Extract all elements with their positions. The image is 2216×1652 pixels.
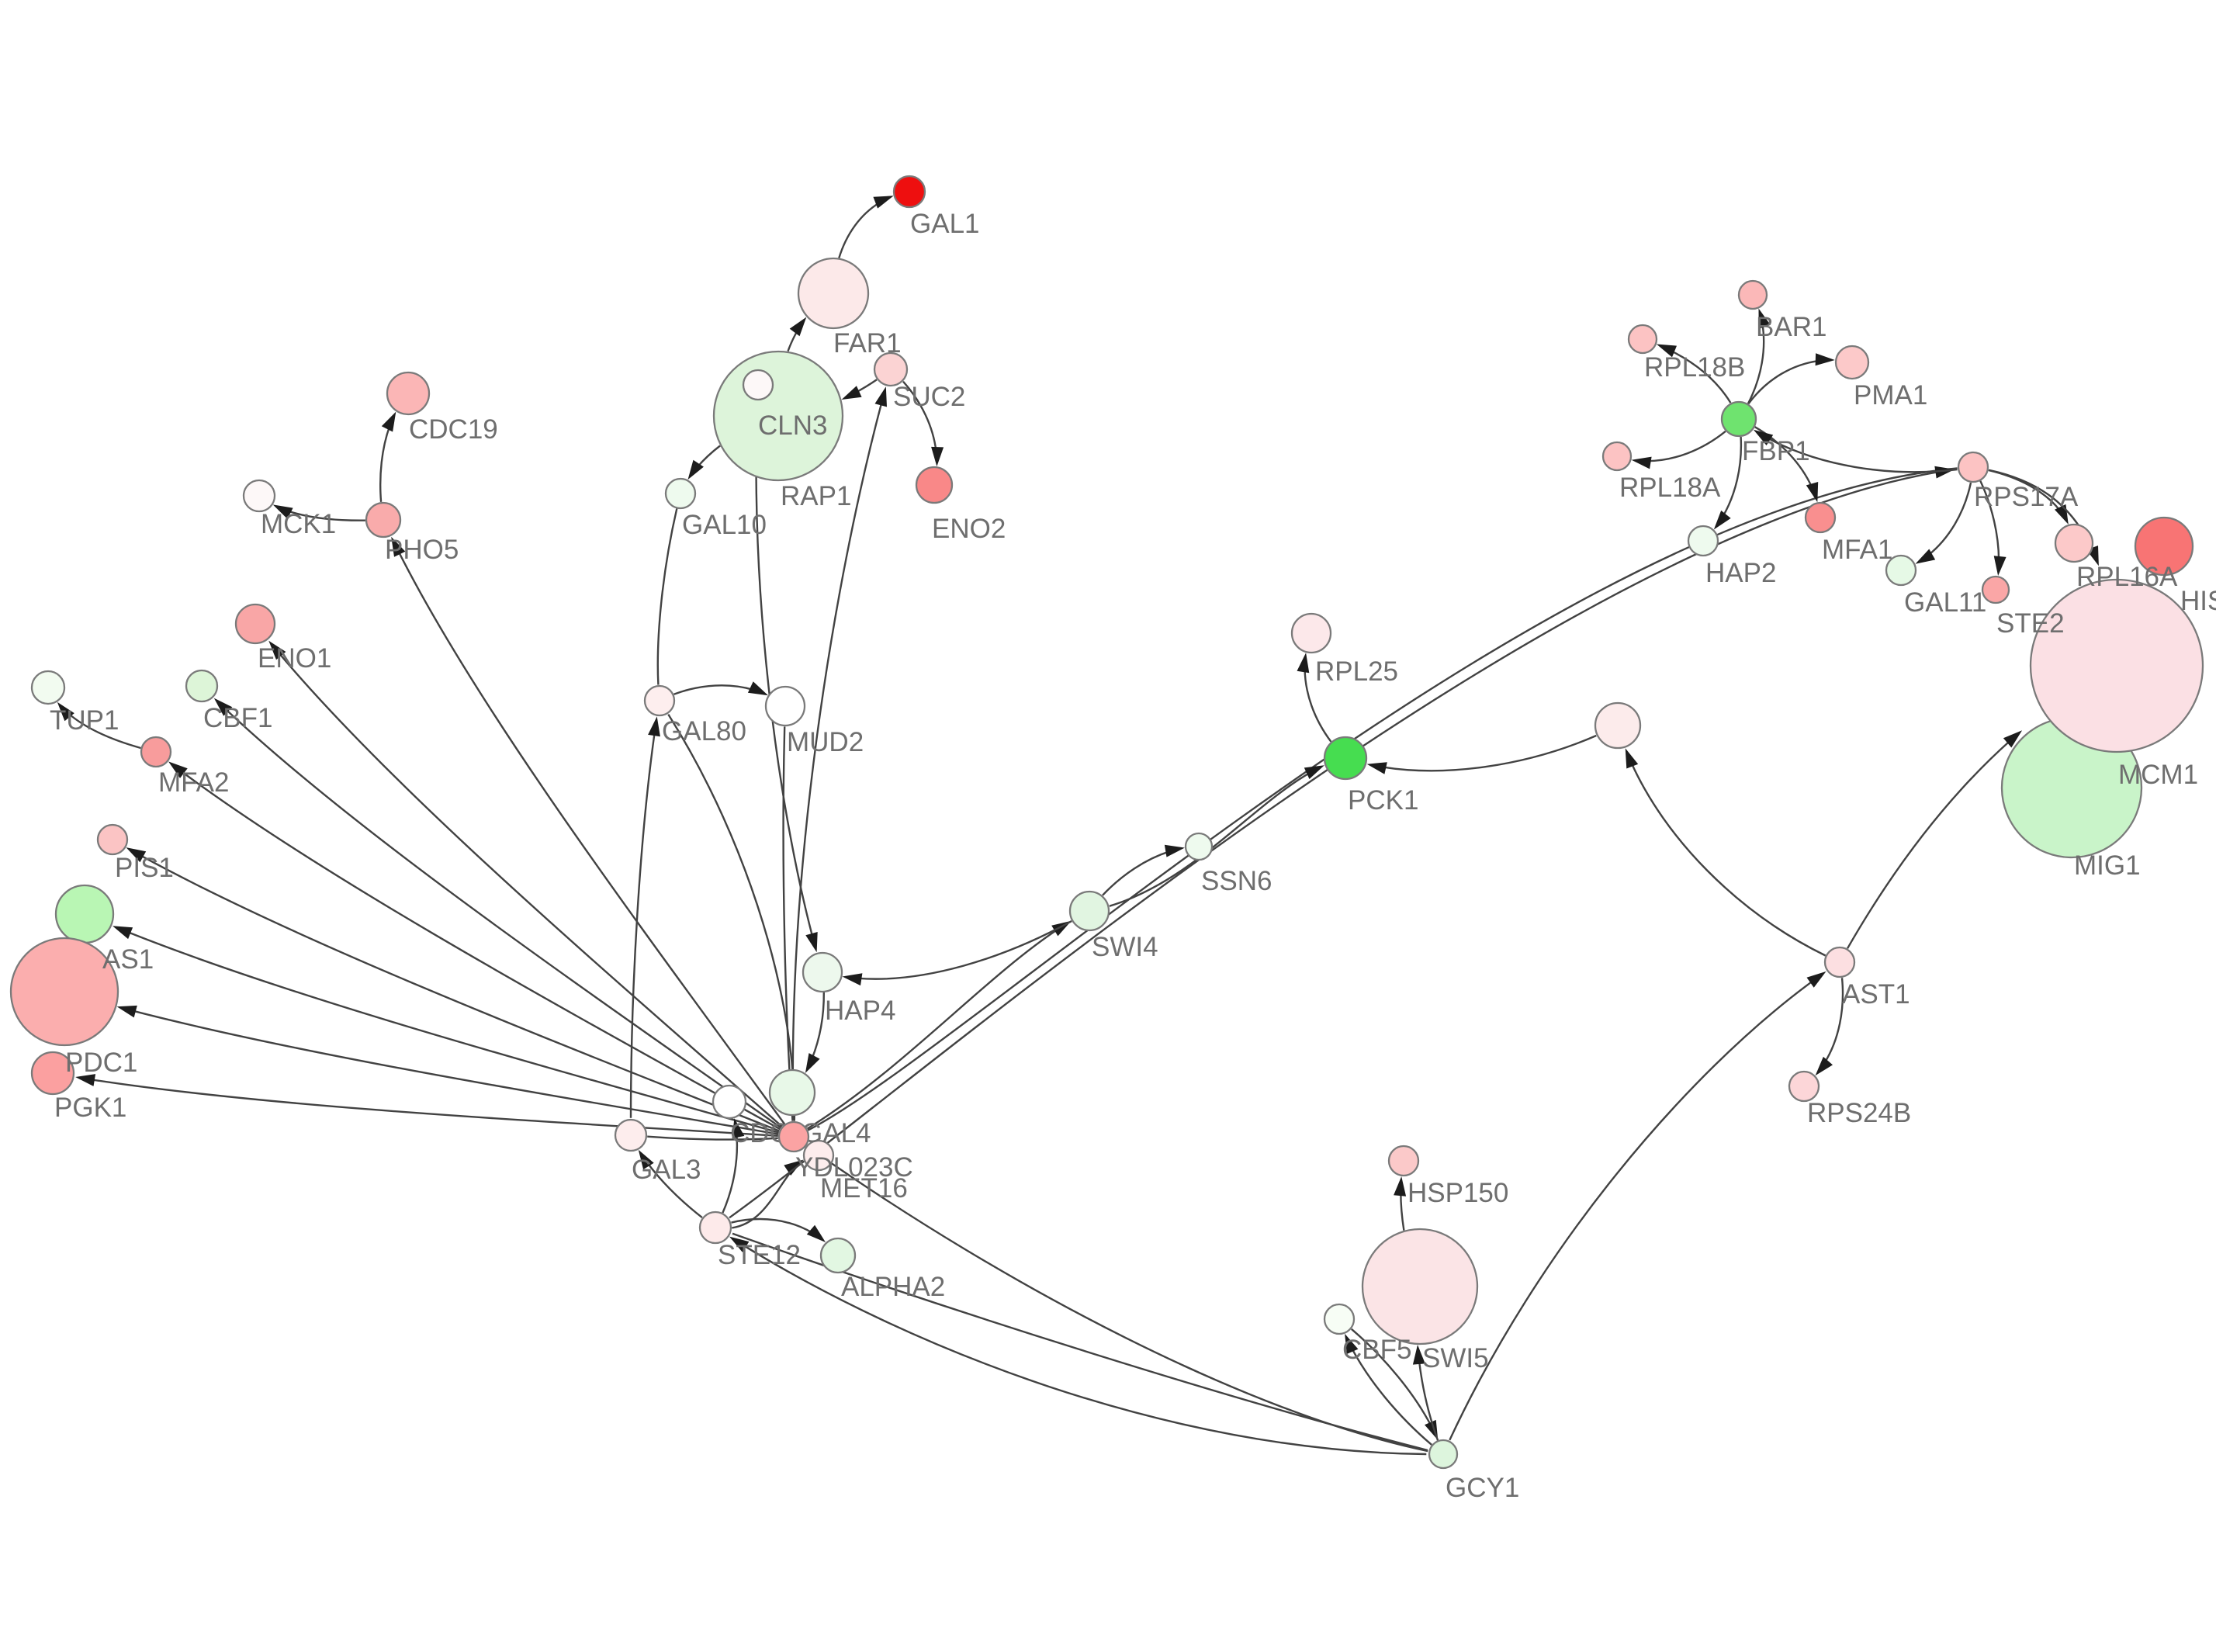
- svg-text:FBP1: FBP1: [1742, 436, 1810, 466]
- svg-text:MCM1: MCM1: [2118, 760, 2198, 790]
- svg-text:MFA2: MFA2: [158, 767, 229, 798]
- svg-text:HAP4: HAP4: [825, 996, 895, 1026]
- svg-text:YDL023C: YDL023C: [795, 1152, 913, 1183]
- svg-text:MUD2: MUD2: [787, 727, 864, 757]
- svg-text:PGK1: PGK1: [54, 1093, 126, 1123]
- svg-text:AS1: AS1: [102, 944, 154, 975]
- svg-text:PCK1: PCK1: [1348, 785, 1418, 816]
- svg-text:AST1: AST1: [1842, 979, 1910, 1010]
- svg-text:STE2: STE2: [1996, 608, 2065, 639]
- svg-text:PIS1: PIS1: [115, 853, 174, 883]
- svg-text:GAL10: GAL10: [682, 510, 767, 540]
- svg-text:CDC19: CDC19: [409, 414, 498, 445]
- svg-text:HAP2: HAP2: [1705, 558, 1776, 588]
- svg-text:GAL80: GAL80: [662, 716, 746, 746]
- svg-text:SWI5: SWI5: [1422, 1343, 1489, 1373]
- svg-text:HSP150: HSP150: [1408, 1178, 1508, 1208]
- svg-text:GAL4: GAL4: [802, 1118, 871, 1148]
- svg-text:FAR1: FAR1: [833, 328, 902, 358]
- svg-text:SWI4: SWI4: [1092, 932, 1158, 962]
- svg-text:GAL3: GAL3: [632, 1155, 701, 1185]
- svg-text:MFA1: MFA1: [1822, 535, 1892, 565]
- svg-text:MIG1: MIG1: [2074, 850, 2141, 881]
- svg-text:ALPHA2: ALPHA2: [841, 1272, 945, 1302]
- svg-text:PMA1: PMA1: [1854, 380, 1927, 410]
- svg-text:RPS24B: RPS24B: [1807, 1098, 1911, 1128]
- svg-text:CBF5: CBF5: [1342, 1335, 1411, 1365]
- svg-text:GAL11: GAL11: [1904, 587, 1986, 618]
- svg-text:STE12: STE12: [718, 1240, 801, 1270]
- svg-text:RPL18B: RPL18B: [1644, 352, 1745, 383]
- svg-text:HIS4: HIS4: [2180, 586, 2216, 616]
- svg-text:RAP1: RAP1: [781, 481, 851, 511]
- svg-text:MCK1: MCK1: [261, 509, 336, 539]
- svg-text:RPL16A: RPL16A: [2076, 562, 2178, 592]
- svg-text:BAR1: BAR1: [1756, 312, 1826, 342]
- svg-text:RPS17A: RPS17A: [1974, 482, 2079, 512]
- svg-text:ENO1: ENO1: [258, 643, 331, 674]
- svg-text:GAL1: GAL1: [910, 209, 980, 239]
- svg-text:RPL18A: RPL18A: [1619, 473, 1721, 503]
- svg-text:TUP1: TUP1: [50, 705, 119, 736]
- svg-text:RPL25: RPL25: [1315, 656, 1398, 687]
- svg-text:CBF1: CBF1: [203, 703, 272, 733]
- svg-text:PDC1: PDC1: [65, 1048, 137, 1078]
- svg-text:CLN3: CLN3: [758, 410, 827, 441]
- svg-text:PHO5: PHO5: [385, 535, 459, 565]
- svg-text:MET16: MET16: [820, 1173, 908, 1204]
- svg-text:SSN6: SSN6: [1201, 866, 1272, 896]
- svg-text:GCY1: GCY1: [1446, 1473, 1519, 1503]
- svg-text:ENO2: ENO2: [932, 514, 1006, 544]
- svg-text:SUC2: SUC2: [893, 382, 965, 412]
